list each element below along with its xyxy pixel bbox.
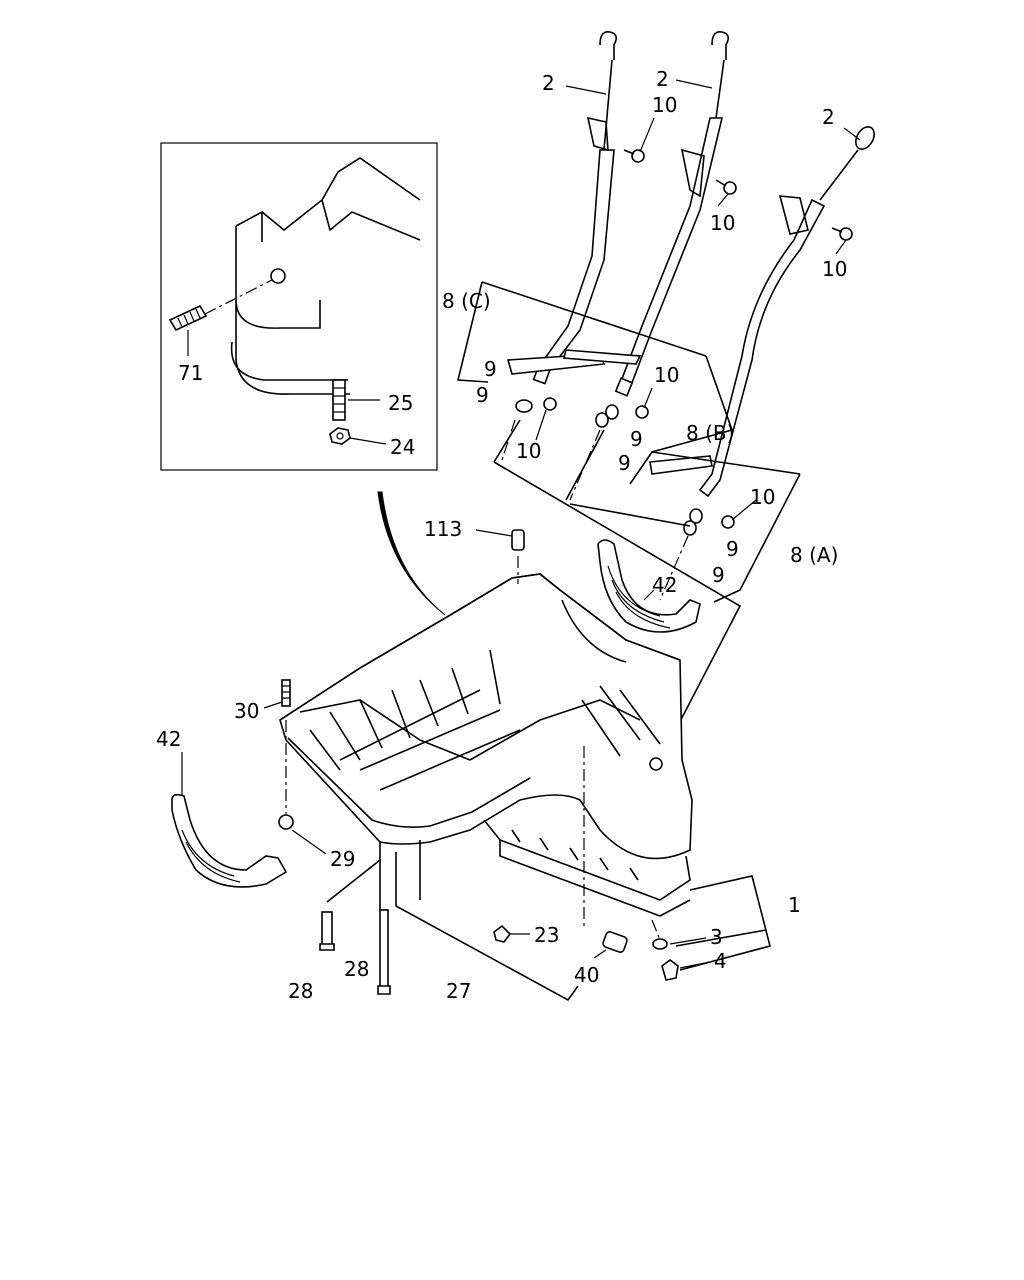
label-2-b: 2 bbox=[656, 67, 669, 91]
label-2-c: 2 bbox=[542, 71, 555, 95]
stud-71 bbox=[168, 304, 208, 332]
pan-1-bracket bbox=[675, 875, 771, 971]
orings-b bbox=[595, 404, 649, 428]
pin-113 bbox=[475, 529, 525, 584]
dipstick-b bbox=[614, 30, 730, 397]
label-113: 113 bbox=[424, 517, 462, 541]
label-9-c2: 9 bbox=[476, 383, 489, 407]
leader-lines bbox=[535, 79, 861, 521]
plug-4 bbox=[661, 959, 679, 981]
label-9-c1: 9 bbox=[484, 357, 497, 381]
inset-frame bbox=[160, 142, 438, 471]
guide-bracket-a bbox=[649, 451, 801, 603]
label-71: 71 bbox=[178, 361, 203, 385]
inset-axis bbox=[204, 279, 273, 315]
plug-23 bbox=[493, 924, 512, 943]
washer-3 bbox=[651, 919, 668, 950]
label-8b: 8 (B) bbox=[686, 421, 734, 445]
label-10-b: 10 bbox=[710, 211, 735, 235]
dipstick-a bbox=[698, 126, 875, 498]
label-2-a: 2 bbox=[822, 105, 835, 129]
label-30: 30 bbox=[234, 699, 259, 723]
label-3: 3 bbox=[710, 925, 723, 949]
label-28-a: 28 bbox=[288, 979, 313, 1003]
label-9-b2: 9 bbox=[618, 451, 631, 475]
label-9-a2: 9 bbox=[712, 563, 725, 587]
seal-42-left bbox=[171, 752, 288, 888]
inset-detail: 71 25 24 bbox=[160, 142, 438, 471]
orings-c bbox=[515, 397, 557, 413]
guide-assembly-outline bbox=[493, 419, 742, 761]
label-1: 1 bbox=[788, 893, 801, 917]
label-42-right: 42 bbox=[652, 573, 677, 597]
label-4: 4 bbox=[714, 949, 727, 973]
label-10-guide-c: 10 bbox=[516, 439, 541, 463]
plug-40 bbox=[583, 746, 628, 959]
label-29: 29 bbox=[330, 847, 355, 871]
label-10-c: 10 bbox=[652, 93, 677, 117]
label-24: 24 bbox=[390, 435, 415, 459]
label-28-b: 28 bbox=[344, 957, 369, 981]
label-27: 27 bbox=[446, 979, 471, 1003]
nut-24 bbox=[329, 427, 351, 445]
inset-housing bbox=[230, 157, 421, 395]
callout-labels: 2 2 2 10 10 10 8 (C) 9 9 10 10 8 (B) 9 9… bbox=[156, 67, 847, 1003]
dipstick-c bbox=[532, 30, 618, 385]
label-9-b1: 9 bbox=[630, 427, 643, 451]
label-25: 25 bbox=[388, 391, 413, 415]
bolt-10-c bbox=[623, 149, 645, 163]
bracket-27 bbox=[395, 852, 579, 1002]
bolt-28-short bbox=[319, 859, 381, 951]
bolt-10-b bbox=[715, 179, 737, 195]
nut-29 bbox=[278, 720, 327, 855]
inset-pointer-arc bbox=[377, 491, 446, 616]
label-10-guide-b: 10 bbox=[654, 363, 679, 387]
stud-25 bbox=[332, 379, 346, 421]
label-9-a1: 9 bbox=[726, 537, 739, 561]
inset-hole bbox=[270, 268, 286, 284]
label-23: 23 bbox=[534, 923, 559, 947]
bolt-10-a bbox=[831, 227, 853, 241]
stud-30 bbox=[263, 679, 291, 709]
oil-pan-body bbox=[279, 573, 693, 917]
label-10-guide-a: 10 bbox=[750, 485, 775, 509]
bolt-28-long bbox=[377, 909, 391, 995]
label-10-a: 10 bbox=[822, 257, 847, 281]
guide-bracket-b bbox=[562, 349, 734, 485]
label-8a: 8 (A) bbox=[790, 543, 838, 567]
seal-42-right bbox=[597, 539, 701, 633]
label-42-left: 42 bbox=[156, 727, 181, 751]
label-8c: 8 (C) bbox=[442, 289, 491, 313]
orings-a bbox=[683, 508, 735, 536]
label-40: 40 bbox=[574, 963, 599, 987]
